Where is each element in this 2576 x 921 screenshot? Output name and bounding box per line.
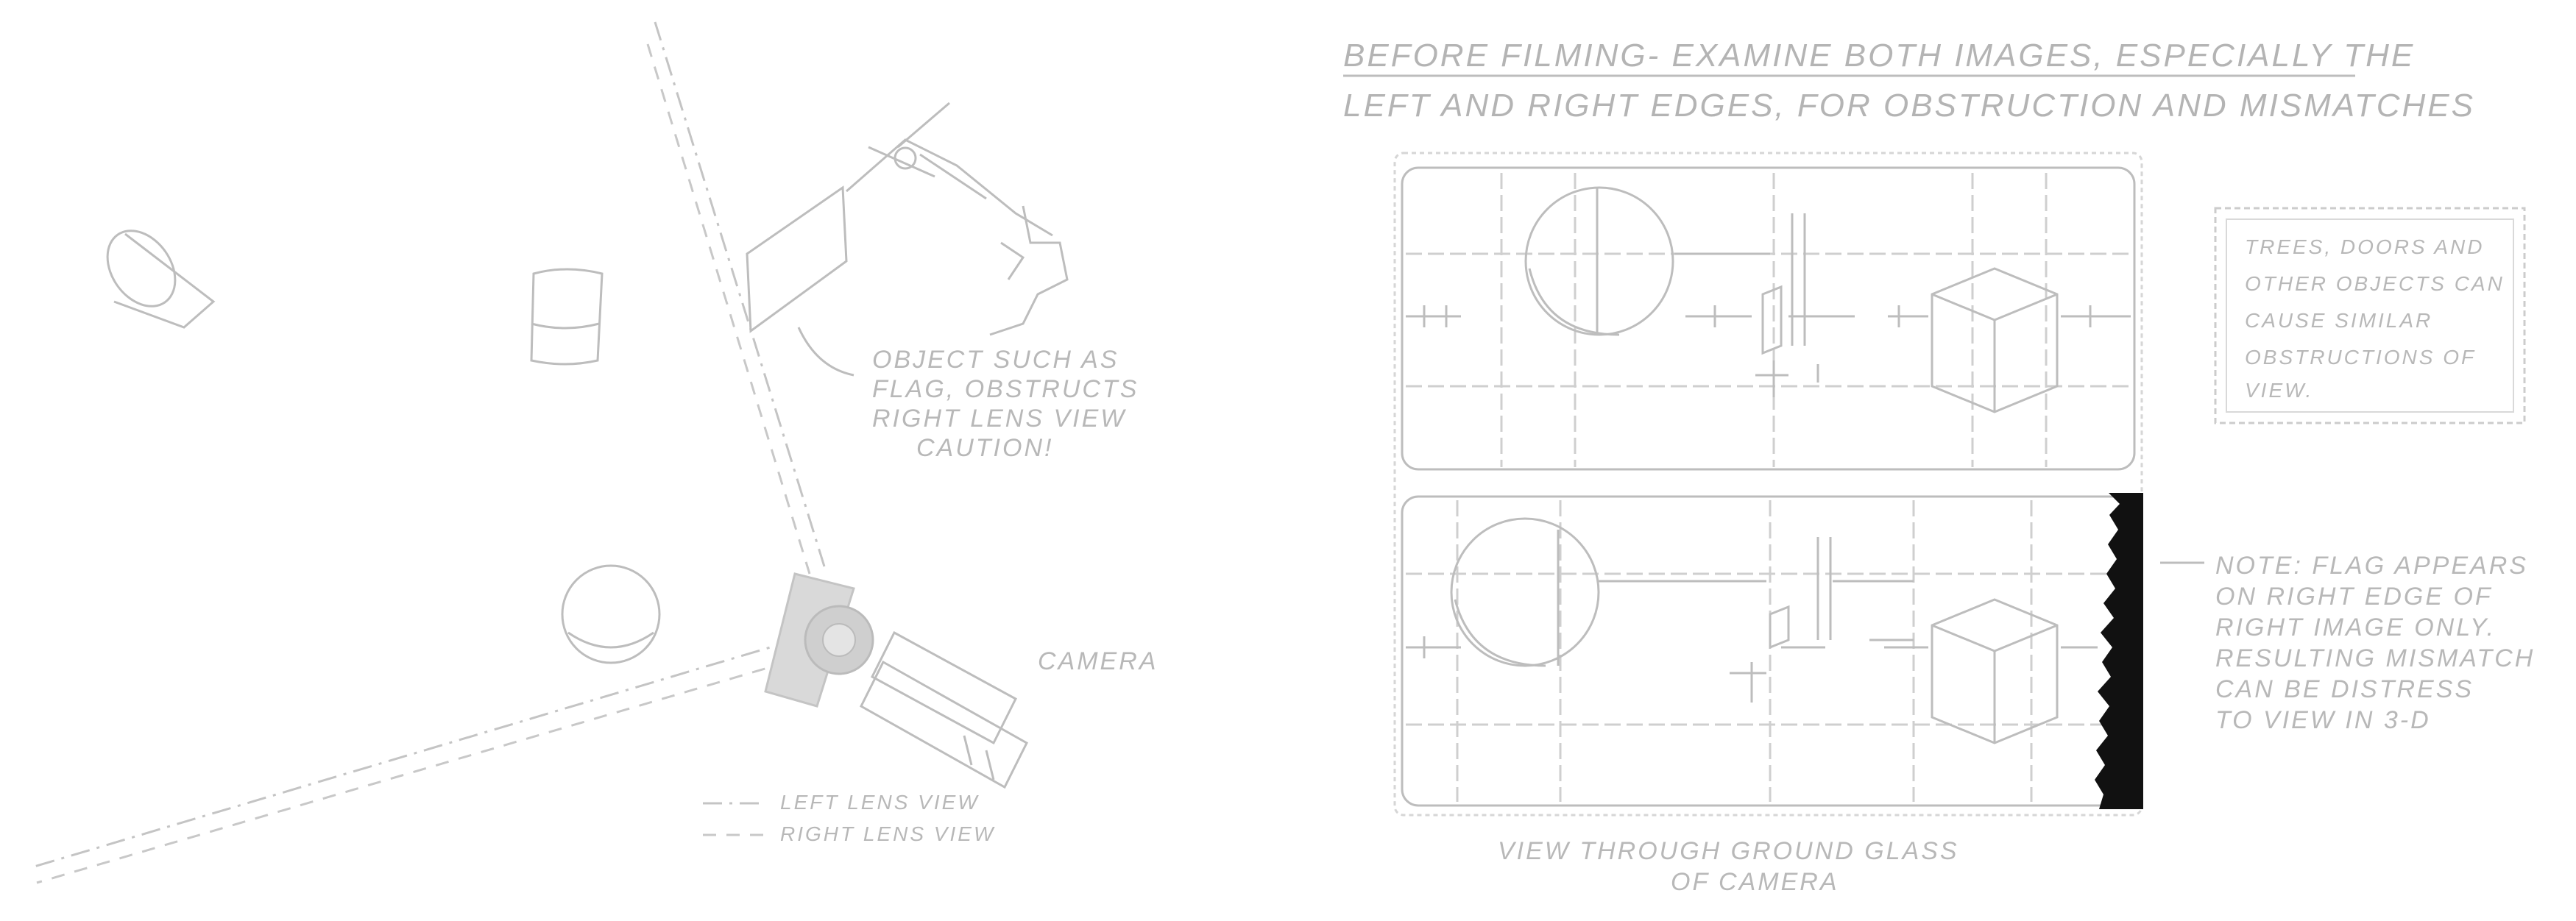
flag-note-line-1: NOTE: FLAG APPEARS bbox=[2215, 552, 2528, 580]
header-line-1: BEFORE FILMING- EXAMINE BOTH IMAGES, ESP… bbox=[1343, 38, 2415, 74]
ground-glass-view: VIEW THROUGH GROUND GLASS OF CAMERA bbox=[1393, 152, 2143, 896]
flag-note-line-3: RIGHT IMAGE ONLY. bbox=[2215, 614, 2496, 641]
flag-object bbox=[746, 102, 1069, 336]
trees-note-line-3: CAUSE SIMILAR bbox=[2245, 309, 2432, 332]
sphere-object bbox=[561, 564, 661, 664]
camera bbox=[764, 572, 1028, 789]
object-note-line-3: RIGHT LENS VIEW bbox=[872, 405, 1126, 433]
trees-note-line-4: OBSTRUCTIONS OF bbox=[2245, 346, 2476, 369]
object-note-line-4: CAUTION! bbox=[916, 434, 1053, 462]
flag-note: NOTE: FLAG APPEARS ON RIGHT EDGE OF RIGH… bbox=[2160, 552, 2535, 734]
right-lens-view-line-upper bbox=[646, 43, 811, 575]
caption-line-1: VIEW THROUGH GROUND GLASS bbox=[1498, 837, 1959, 865]
right-image-panel bbox=[1401, 493, 2143, 809]
legend-left-label: LEFT LENS VIEW bbox=[780, 791, 980, 814]
left-lens-view-line-lower bbox=[29, 639, 796, 870]
header-line-2: LEFT AND RIGHT EDGES, FOR OBSTRUCTION AN… bbox=[1343, 88, 2475, 124]
left-lens-view-line-upper bbox=[654, 21, 826, 567]
right-lens-view-line-lower bbox=[36, 661, 788, 884]
trees-note-line-1: TREES, DOORS AND bbox=[2245, 235, 2484, 258]
flag-note-line-5: CAN BE DISTRESS bbox=[2215, 675, 2474, 703]
object-note-line-2: FLAG, OBSTRUCTS bbox=[872, 375, 1139, 403]
cone-object bbox=[106, 230, 216, 329]
trees-note-line-2: OTHER OBJECTS CAN bbox=[2245, 272, 2505, 295]
trees-note-line-5: VIEW. bbox=[2245, 379, 2313, 402]
flag-note-line-6: TO VIEW IN 3-D bbox=[2215, 706, 2431, 734]
flag-pointer-arrow bbox=[797, 327, 854, 377]
caption-line-2: OF CAMERA bbox=[1671, 868, 1839, 896]
legend-right-label: RIGHT LENS VIEW bbox=[780, 822, 995, 845]
trees-note-box: TREES, DOORS AND OTHER OBJECTS CAN CAUSE… bbox=[2214, 207, 2526, 424]
flag-edge-intrusion bbox=[2095, 493, 2143, 809]
flag-note-line-2: ON RIGHT EDGE OF bbox=[2215, 583, 2493, 611]
camera-label: CAMERA bbox=[1038, 647, 1158, 675]
object-note-line-1: OBJECT SUCH AS bbox=[872, 346, 1119, 374]
header: BEFORE FILMING- EXAMINE BOTH IMAGES, ESP… bbox=[1343, 38, 2475, 124]
ground-glass-outer-frame bbox=[1393, 152, 2143, 817]
left-image-panel bbox=[1401, 166, 2136, 471]
flag-note-line-4: RESULTING MISMATCH bbox=[2215, 644, 2535, 672]
top-view-scene: OBJECT SUCH AS FLAG, OBSTRUCTS RIGHT LEN… bbox=[29, 21, 1158, 884]
cylinder-object bbox=[530, 268, 604, 366]
